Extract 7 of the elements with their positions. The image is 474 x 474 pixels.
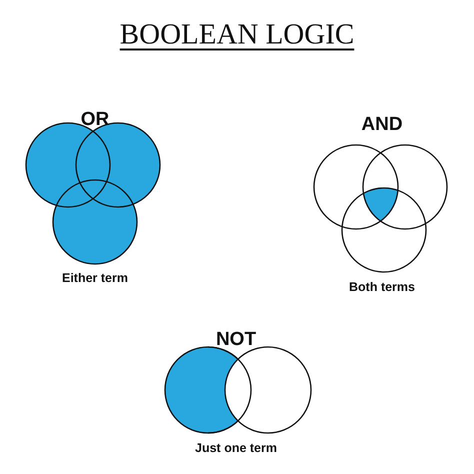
- venn-heading: AND: [361, 114, 403, 136]
- venn-heading: NOT: [216, 329, 256, 351]
- title: BOOLEAN LOGIC: [120, 18, 354, 52]
- venn-caption: Just one term: [195, 441, 277, 455]
- venn-caption: Either term: [62, 271, 128, 285]
- venn-heading: OR: [80, 109, 110, 131]
- venn-caption: Both terms: [349, 280, 415, 294]
